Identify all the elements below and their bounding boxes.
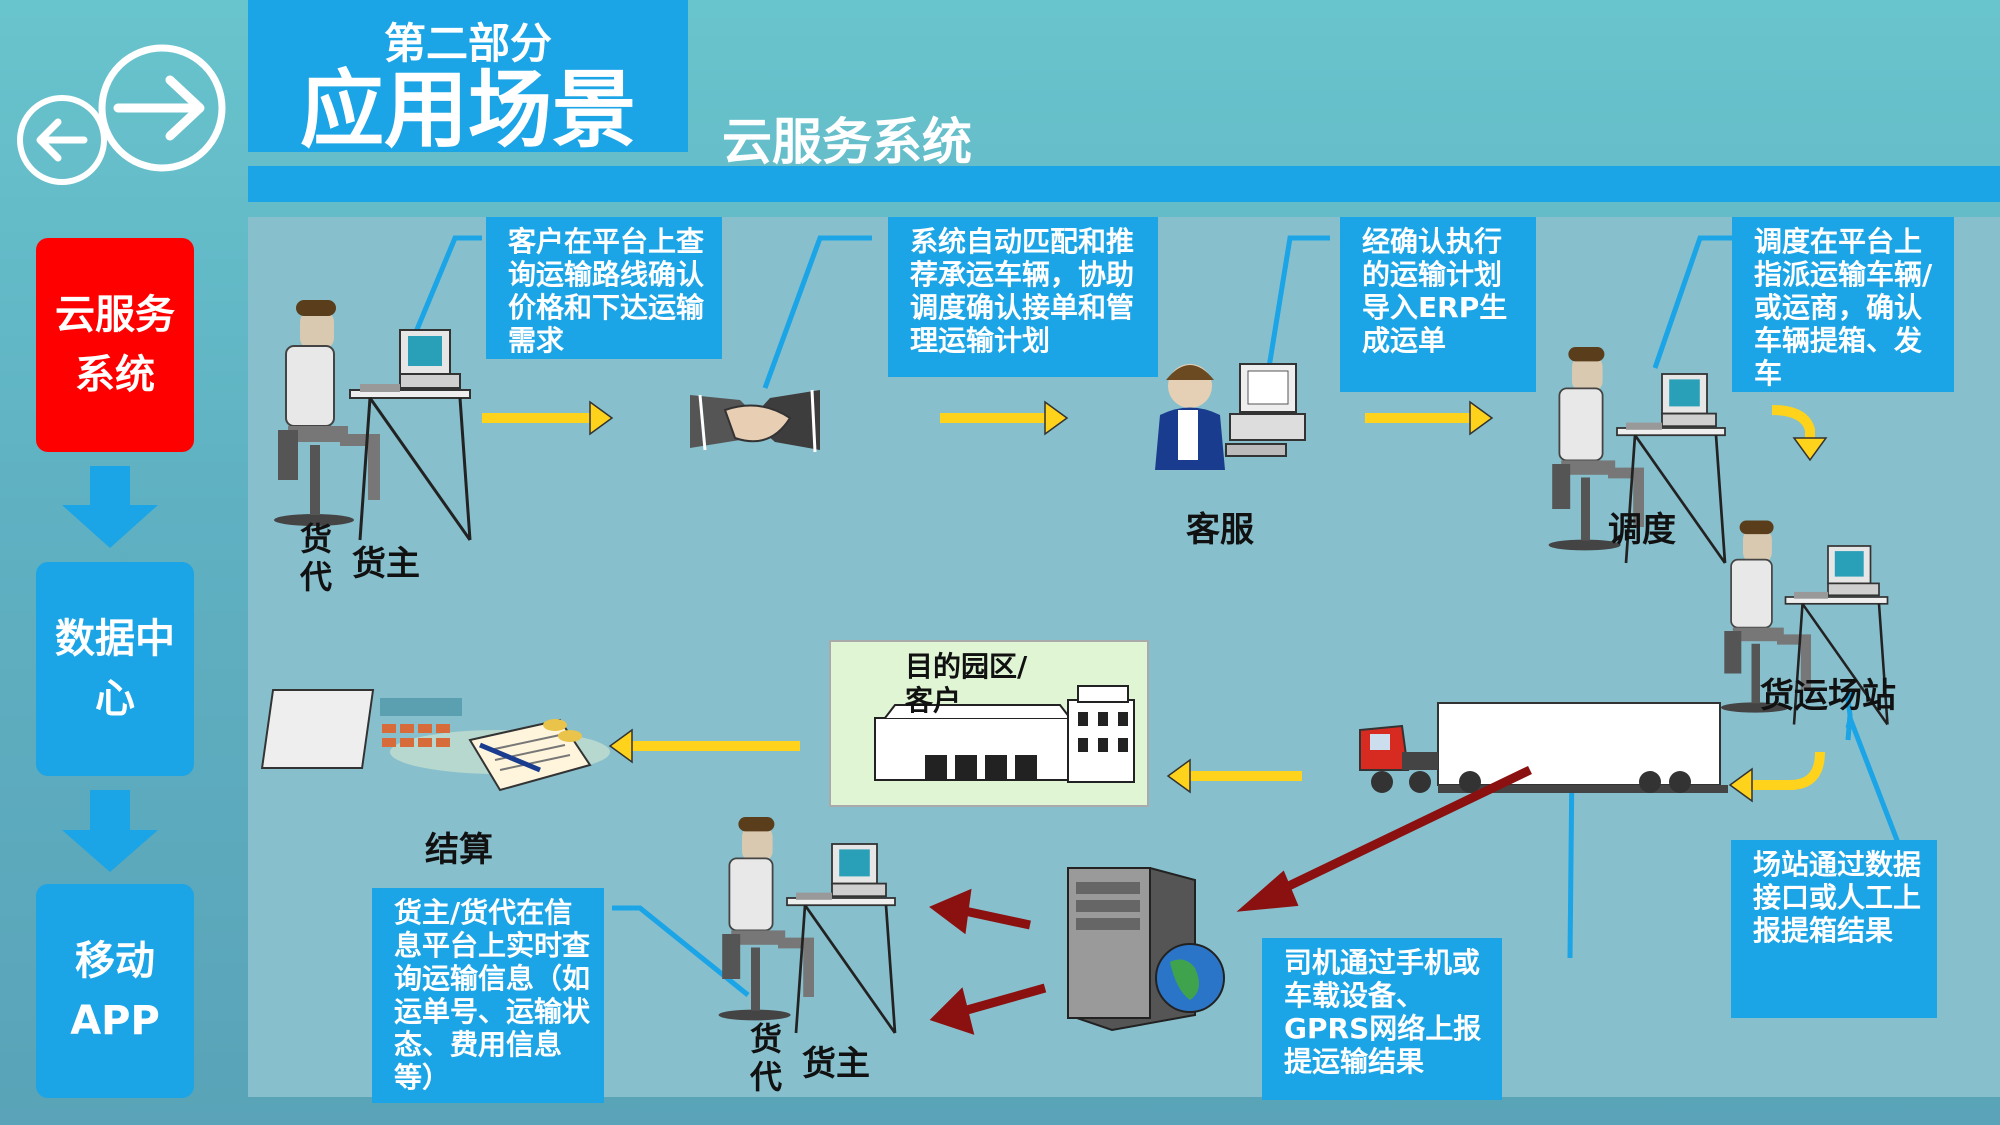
- truck-icon: [1359, 702, 1728, 793]
- page-title: 应用场景: [299, 61, 636, 159]
- back-arrow-icon[interactable]: [17, 95, 107, 185]
- section-label: 第二部分: [383, 19, 552, 68]
- label-freight-station: 货运场站: [1760, 676, 1896, 716]
- nav-arrows: [17, 44, 226, 185]
- data-arrows: [929, 765, 1532, 1035]
- down-arrow-icon: [62, 466, 158, 548]
- label-cargo-agent: 货 代: [300, 520, 333, 596]
- connector-station: [1847, 717, 1903, 849]
- header-box: [248, 0, 688, 152]
- nav-item-data-center[interactable]: 数据中 心: [36, 562, 194, 776]
- down-arrow-icon: [62, 790, 158, 872]
- callout-dispatch-assign: 调度在平台上指派运输车辆/或运商，确认车辆提箱、发车: [1732, 217, 1954, 392]
- handshake-icon: [690, 389, 820, 453]
- warehouse-icon: [874, 685, 1135, 783]
- label-cargo-owner-2: 货主: [802, 1044, 870, 1084]
- forward-arrow-icon[interactable]: [98, 44, 226, 172]
- calculator-icon: [260, 689, 610, 792]
- label-cargo-owner: 货主: [352, 544, 420, 584]
- cargo-owner-figure: [274, 300, 470, 540]
- label-settlement: 结算: [425, 830, 493, 870]
- label-customer-service: 客服: [1186, 510, 1254, 550]
- callout-customer-query: 客户在平台上查询运输路线确认价格和下达运输需求: [486, 217, 722, 359]
- nav-down-arrows: [62, 466, 158, 872]
- callout-auto-match: 系统自动匹配和推荐承运车辆，协助调度确认接单和管理运输计划: [888, 217, 1158, 377]
- nav-item-cloud-service[interactable]: 云服务 系统: [36, 238, 194, 452]
- callout-station-report: 场站通过数据接口或人工上报提箱结果: [1731, 840, 1937, 1018]
- page-subtitle: 云服务系统: [722, 113, 972, 171]
- callout-erp-import: 经确认执行的运输计划导入ERP生成运单: [1340, 217, 1536, 392]
- header-bar: [248, 166, 2000, 202]
- callout-owner-tracking: 货主/货代在信息平台上实时查询运输信息（如运单号、运输状态、费用信息等）: [372, 888, 604, 1103]
- nav-item-mobile-app[interactable]: 移动 APP: [36, 884, 194, 1098]
- callout-driver-report: 司机通过手机或车载设备、GPRS网络上报提运输结果: [1262, 938, 1502, 1100]
- customer-service-figure: [1155, 363, 1306, 470]
- label-cargo-agent-2: 货 代: [750, 1020, 783, 1096]
- label-destination: 目的园区/ 客户: [905, 650, 1028, 717]
- cargo-owner-figure-2: [719, 817, 895, 1033]
- flow-arrows: [482, 400, 1828, 803]
- server-icon: [1067, 867, 1225, 1032]
- label-dispatch: 调度: [1608, 510, 1676, 550]
